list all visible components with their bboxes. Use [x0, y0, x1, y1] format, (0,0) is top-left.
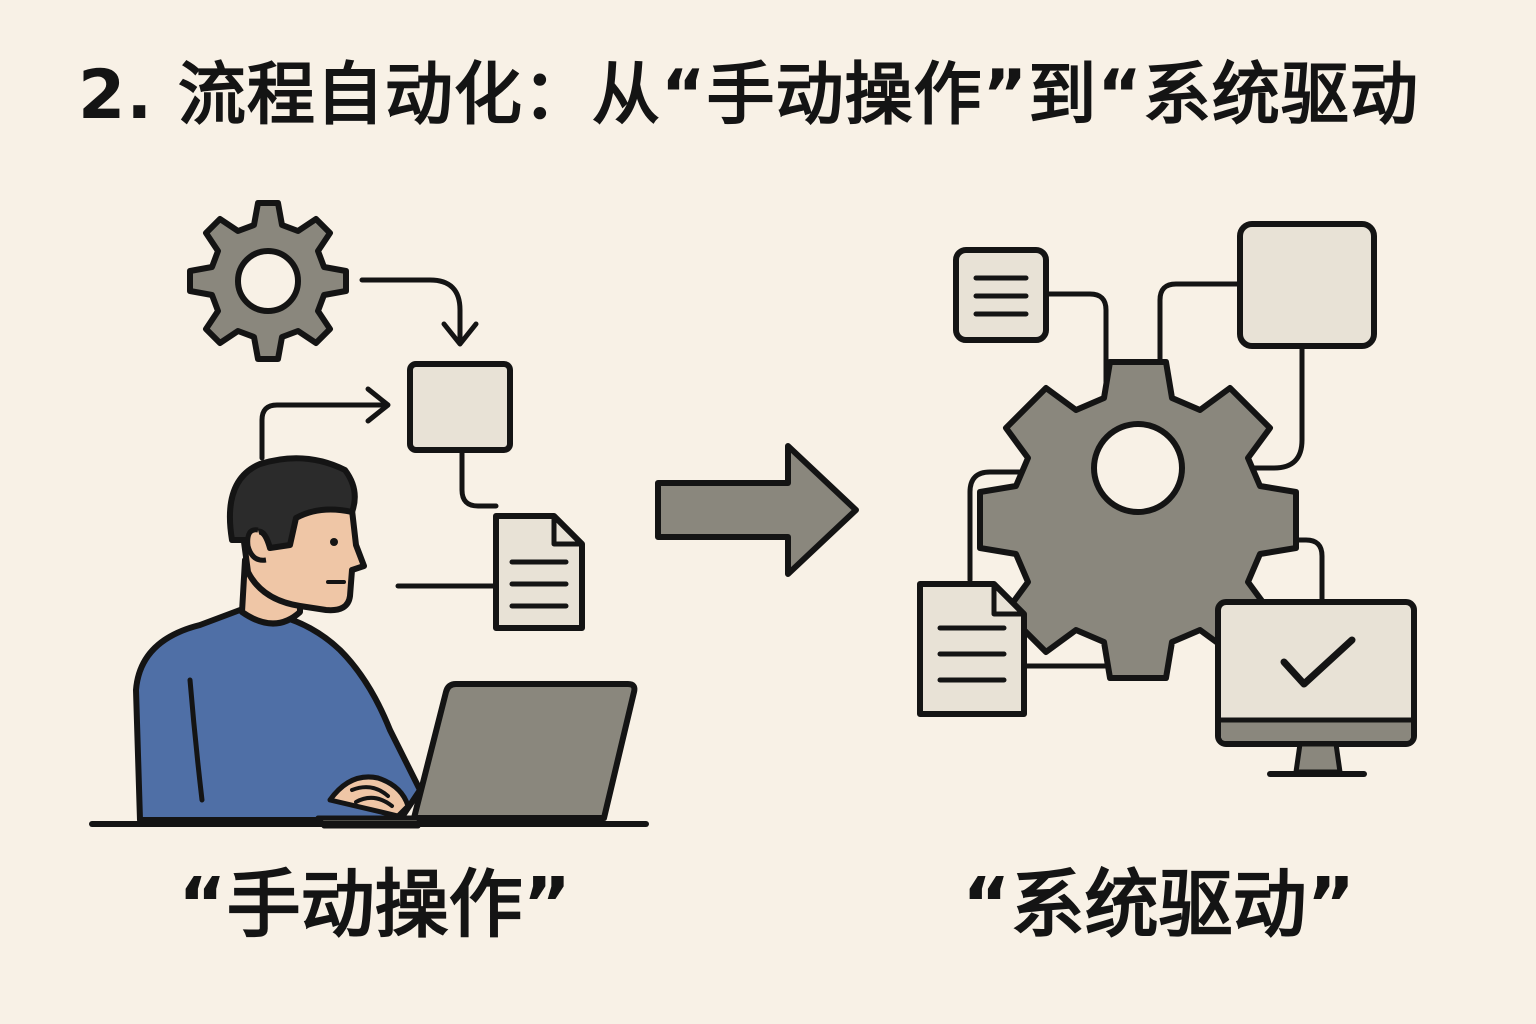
manual-operation-caption: “手动操作” [178, 862, 572, 948]
page-title: 2. 流程自动化：从“手动操作”到“系统驱动 [78, 56, 1419, 135]
monitor-check-icon [1215, 599, 1417, 777]
document-icon [493, 513, 585, 631]
box-icon [1237, 221, 1377, 349]
system-driven-caption: “系统驱动” [962, 862, 1356, 948]
manual-operation-illustration [89, 200, 649, 829]
system-driven-illustration [917, 221, 1417, 777]
list-card-icon [953, 247, 1049, 343]
gear-icon [187, 200, 349, 362]
arrow-right-icon [655, 443, 859, 577]
document-icon [917, 581, 1027, 717]
laptop-icon [315, 681, 638, 829]
gear-icon [977, 359, 1299, 681]
person-icon [133, 455, 423, 823]
box-icon [407, 361, 513, 453]
